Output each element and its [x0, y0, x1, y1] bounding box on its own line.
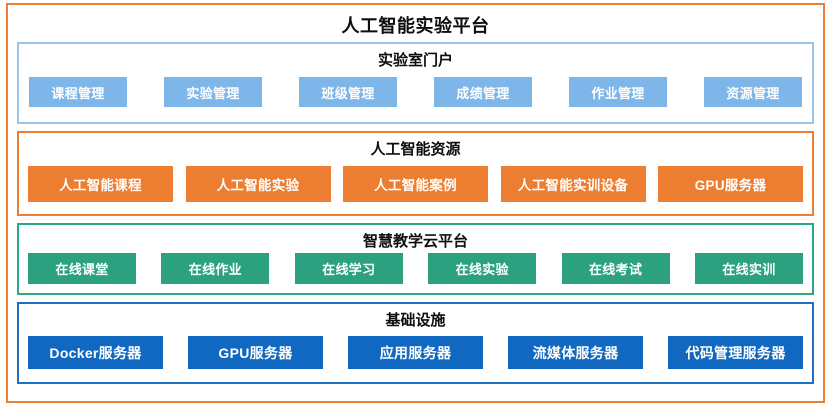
- chip-docker-server[interactable]: Docker服务器: [28, 336, 163, 369]
- chip-gpu-server[interactable]: GPU服务器: [188, 336, 323, 369]
- layer-portal-title: 实验室门户: [377, 52, 453, 69]
- chip-grade-management[interactable]: 成绩管理: [434, 77, 532, 107]
- chip-class-management[interactable]: 班级管理: [299, 77, 397, 107]
- layer-resources-title: 人工智能资源: [370, 141, 461, 158]
- chip-experiment-management[interactable]: 实验管理: [164, 77, 262, 107]
- platform-container: 人工智能实验平台 实验室门户 课程管理 实验管理 班级管理 成绩管理 作业管理 …: [6, 3, 825, 403]
- chip-online-learning[interactable]: 在线学习: [294, 253, 403, 284]
- layer-infrastructure: 基础设施 Docker服务器 GPU服务器 应用服务器 流媒体服务器 代码管理服…: [17, 302, 814, 384]
- chip-online-exam[interactable]: 在线考试: [561, 253, 670, 284]
- layer-cloud-chip-row: 在线课堂 在线作业 在线学习 在线实验 在线考试 在线实训: [19, 249, 812, 292]
- chip-application-server[interactable]: 应用服务器: [348, 336, 483, 369]
- chip-ai-course[interactable]: 人工智能课程: [28, 166, 173, 202]
- chip-ai-experiment[interactable]: 人工智能实验: [185, 166, 331, 202]
- chip-streaming-server[interactable]: 流媒体服务器: [508, 336, 643, 369]
- chip-ai-case[interactable]: 人工智能案例: [343, 166, 488, 202]
- chip-course-management[interactable]: 课程管理: [29, 77, 127, 107]
- chip-online-experiment[interactable]: 在线实验: [428, 253, 537, 284]
- chip-homework-management[interactable]: 作业管理: [569, 77, 667, 107]
- layer-resources: 人工智能资源 人工智能课程 人工智能实验 人工智能案例 人工智能实训设备 GPU…: [17, 131, 814, 216]
- layer-portal-chip-row: 课程管理 实验管理 班级管理 成绩管理 作业管理 资源管理: [19, 68, 812, 117]
- layer-cloud: 智慧教学云平台 在线课堂 在线作业 在线学习 在线实验 在线考试 在线实训: [17, 223, 814, 295]
- layer-portal: 实验室门户 课程管理 实验管理 班级管理 成绩管理 作业管理 资源管理: [17, 42, 814, 124]
- layer-stack: 实验室门户 课程管理 实验管理 班级管理 成绩管理 作业管理 资源管理 人工智能…: [8, 42, 823, 384]
- chip-code-management-server[interactable]: 代码管理服务器: [668, 336, 803, 369]
- layer-resources-chip-row: 人工智能课程 人工智能实验 人工智能案例 人工智能实训设备 GPU服务器: [19, 157, 812, 213]
- chip-resource-management[interactable]: 资源管理: [704, 77, 802, 107]
- layer-infrastructure-chip-row: Docker服务器 GPU服务器 应用服务器 流媒体服务器 代码管理服务器: [19, 328, 812, 379]
- chip-gpu-server-resource[interactable]: GPU服务器: [658, 166, 803, 202]
- layer-cloud-title: 智慧教学云平台: [362, 233, 468, 250]
- chip-online-homework[interactable]: 在线作业: [161, 253, 270, 284]
- chip-ai-training-equipment[interactable]: 人工智能实训设备: [500, 166, 646, 202]
- layer-infrastructure-title: 基础设施: [385, 312, 446, 329]
- chip-online-classroom[interactable]: 在线课堂: [28, 253, 136, 284]
- page-title: 人工智能实验平台: [341, 16, 490, 36]
- chip-online-training[interactable]: 在线实训: [694, 253, 803, 284]
